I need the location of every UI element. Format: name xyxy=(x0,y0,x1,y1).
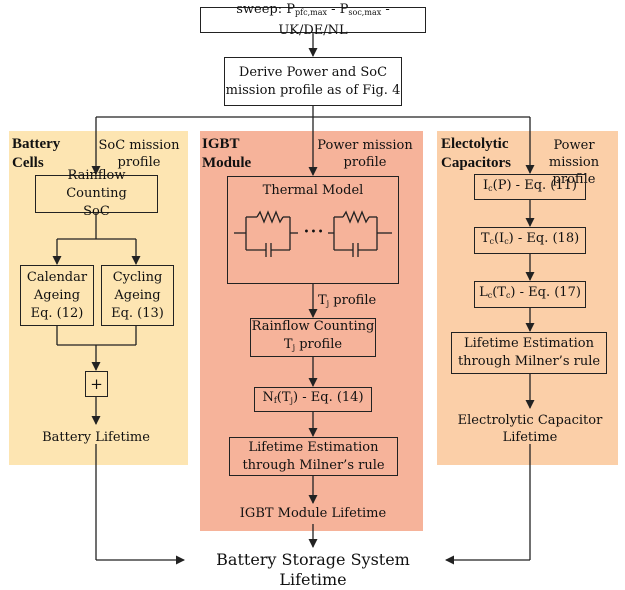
sweep-label: sweep: Ppfc,max - Psoc,max - UK/DE/NL xyxy=(236,1,390,38)
derive-line-1: Derive Power and SoC xyxy=(238,64,388,80)
igbt-rainflow-box: Rainflow Counting Tj profile xyxy=(250,318,376,357)
connector-arrows xyxy=(52,33,535,565)
thermal-network-dots: • • • xyxy=(303,227,323,238)
electrolytic-capacitors-panel xyxy=(437,131,618,465)
ic-equation-box: Ic(P) - Eq. (11) xyxy=(474,174,586,200)
thermal-model-box: Thermal Model xyxy=(227,176,399,284)
derive-line-2: mission profile as of Fig. 4 xyxy=(225,82,401,98)
system-lifetime-label: Battery Storage System Lifetime xyxy=(216,550,410,589)
sweep-box: sweep: Ppfc,max - Psoc,max - UK/DE/NL xyxy=(200,2,426,38)
thermal-model-label: Thermal Model xyxy=(262,183,364,198)
derive-profile-box: Derive Power and SoC mission profile as … xyxy=(224,57,402,106)
sum-node: + xyxy=(85,371,108,397)
tc-equation-box: Tc(Ic) - Eq. (18) xyxy=(474,227,586,254)
tj-profile-label: Tj profile xyxy=(318,293,377,308)
battery-cells-panel xyxy=(9,131,188,465)
nf-equation-box: Nf(Tj) - Eq. (14) xyxy=(254,387,372,412)
lc-equation-box: Lc(Tc) - Eq. (17) xyxy=(474,281,586,308)
igbt-lifetime-label: IGBT Module Lifetime xyxy=(239,506,387,521)
igbt-module-panel xyxy=(200,131,423,531)
battery-lifetime-label: Battery Lifetime xyxy=(42,430,150,445)
